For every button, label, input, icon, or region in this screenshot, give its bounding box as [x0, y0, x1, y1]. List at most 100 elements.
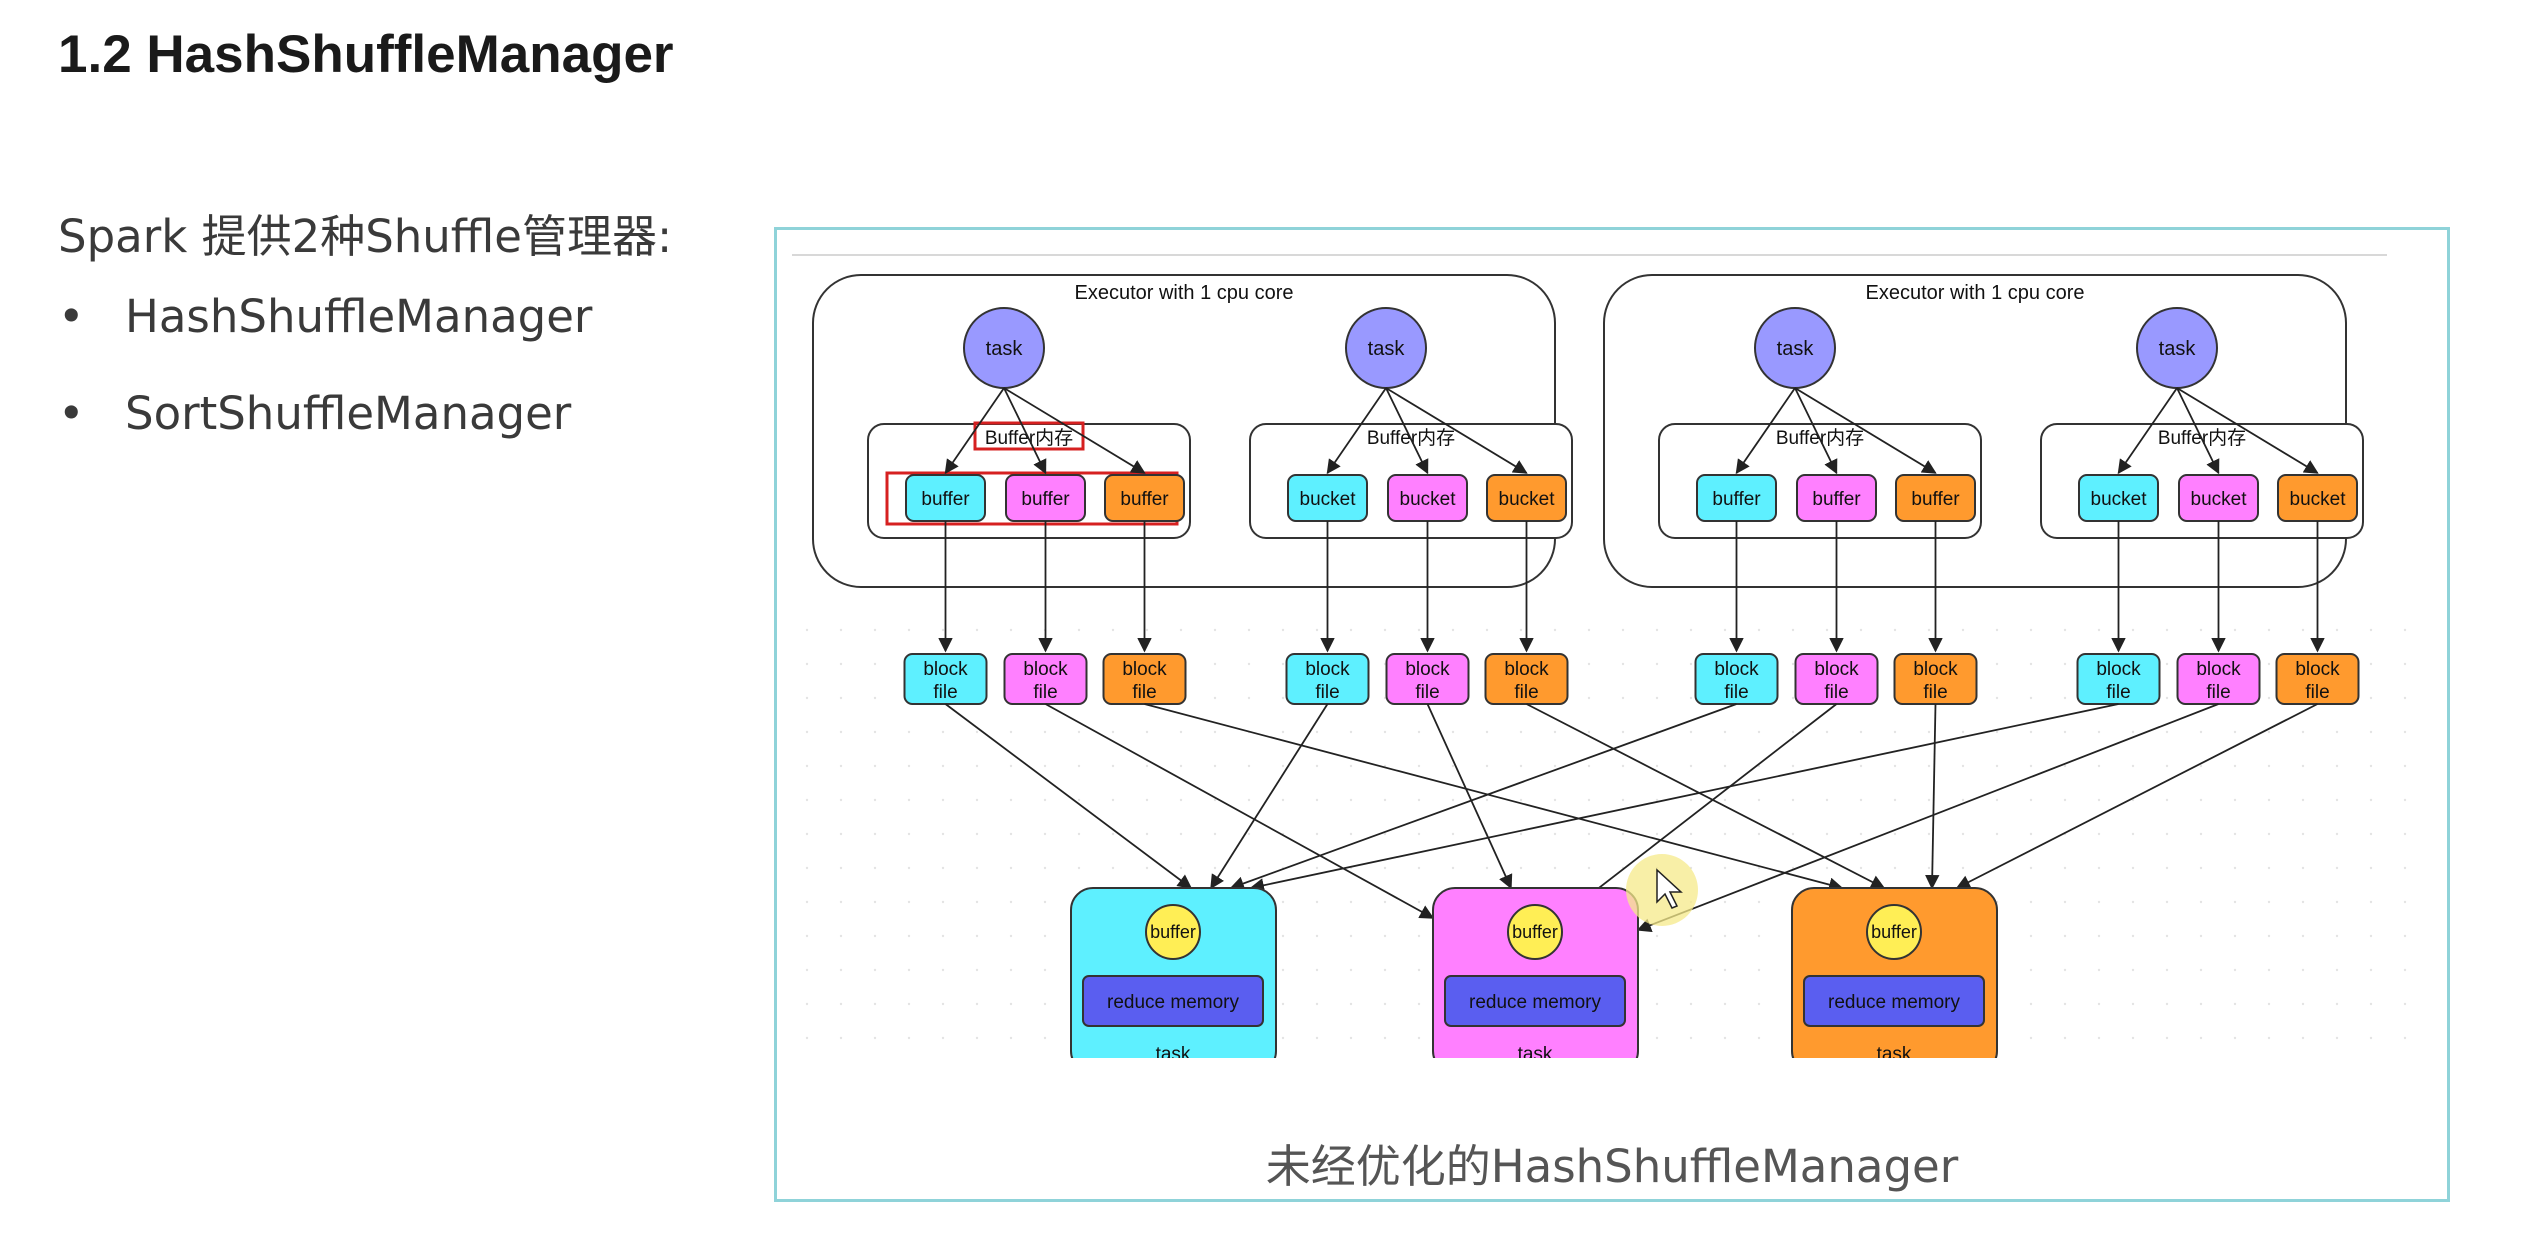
block-file-label: file	[1132, 682, 1156, 703]
grid-dot	[2369, 696, 2373, 700]
grid-dot	[1519, 832, 1523, 836]
grid-dot	[1315, 798, 1319, 802]
grid-dot	[2369, 832, 2373, 836]
grid-dot	[1077, 730, 1081, 734]
grid-dot	[1859, 798, 1863, 802]
grid-dot	[805, 900, 809, 904]
grid-dot	[1791, 764, 1795, 768]
grid-dot	[941, 866, 945, 870]
grid-dot	[1213, 866, 1217, 870]
grid-dot	[1043, 968, 1047, 972]
grid-dot	[1383, 934, 1387, 938]
grid-dot	[1281, 900, 1285, 904]
grid-dot	[805, 764, 809, 768]
grid-dot	[805, 866, 809, 870]
block-file-label: block	[2295, 659, 2340, 680]
grid-dot	[907, 730, 911, 734]
grid-dot	[839, 934, 843, 938]
grid-dot	[975, 934, 979, 938]
reduce-buffer-label: buffer	[1150, 922, 1196, 942]
grid-dot	[2301, 934, 2305, 938]
grid-dot	[2267, 1002, 2271, 1006]
grid-dot	[1349, 730, 1353, 734]
grid-dot	[2233, 730, 2237, 734]
grid-dot	[873, 866, 877, 870]
grid-dot	[1791, 662, 1795, 666]
grid-dot	[1009, 730, 1013, 734]
grid-dot	[2301, 730, 2305, 734]
grid-dot	[2335, 866, 2339, 870]
grid-dot	[1383, 730, 1387, 734]
grid-dot	[1961, 764, 1965, 768]
grid-dot	[1689, 934, 1693, 938]
grid-dot	[1757, 1002, 1761, 1006]
grid-dot	[2403, 832, 2407, 836]
grid-dot	[1417, 798, 1421, 802]
grid-dot	[1553, 628, 1557, 632]
grid-dot	[1825, 628, 1829, 632]
block-file-label: file	[1415, 682, 1439, 703]
grid-dot	[839, 968, 843, 972]
grid-dot	[1111, 764, 1115, 768]
grid-dot	[1519, 866, 1523, 870]
grid-dot	[1417, 832, 1421, 836]
grid-dot	[2029, 934, 2033, 938]
grid-dot	[1349, 900, 1353, 904]
grid-dot	[2097, 866, 2101, 870]
grid-dot	[1213, 730, 1217, 734]
grid-dot	[1383, 832, 1387, 836]
grid-dot	[839, 866, 843, 870]
grid-dot	[805, 1036, 809, 1040]
grid-dot	[1621, 798, 1625, 802]
grid-dot	[1961, 730, 1965, 734]
grid-dot	[2335, 900, 2339, 904]
grid-dot	[2233, 900, 2237, 904]
grid-dot	[907, 1036, 911, 1040]
grid-dot	[1077, 866, 1081, 870]
grid-dot	[839, 900, 843, 904]
grid-dot	[1077, 628, 1081, 632]
grid-dot	[839, 1036, 843, 1040]
grid-dot	[907, 934, 911, 938]
grid-dot	[1417, 866, 1421, 870]
grid-dot	[1349, 628, 1353, 632]
grid-dot	[2029, 866, 2033, 870]
grid-dot	[1689, 968, 1693, 972]
grid-dot	[975, 730, 979, 734]
grid-dot	[1621, 696, 1625, 700]
grid-dot	[1417, 764, 1421, 768]
grid-dot	[2029, 900, 2033, 904]
grid-dot	[1553, 798, 1557, 802]
grid-dot	[1077, 764, 1081, 768]
grid-dot	[1485, 798, 1489, 802]
grid-dot	[2267, 900, 2271, 904]
grid-dot	[2267, 628, 2271, 632]
block-file-label: block	[2196, 659, 2241, 680]
grid-dot	[941, 900, 945, 904]
grid-dot	[1689, 832, 1693, 836]
grid-dot	[1927, 764, 1931, 768]
grid-dot	[975, 1002, 979, 1006]
grid-dot	[1315, 968, 1319, 972]
grid-dot	[2267, 730, 2271, 734]
reduce-buffer-label: buffer	[1871, 922, 1917, 942]
grid-dot	[2403, 730, 2407, 734]
block-file-label: file	[1724, 682, 1748, 703]
grid-dot	[1213, 832, 1217, 836]
grid-dot	[1519, 730, 1523, 734]
grid-dot	[1383, 1002, 1387, 1006]
grid-dot	[2199, 934, 2203, 938]
grid-dot	[1315, 832, 1319, 836]
grid-dot	[1757, 934, 1761, 938]
block-file-label: file	[933, 682, 957, 703]
grid-dot	[1043, 1036, 1047, 1040]
grid-dot	[1621, 662, 1625, 666]
grid-dot	[2063, 730, 2067, 734]
grid-dot	[1587, 798, 1591, 802]
grid-dot	[1757, 900, 1761, 904]
task-to-buffer-arrow	[1003, 387, 1146, 474]
grid-dot	[1247, 662, 1251, 666]
block-file-label: file	[1033, 682, 1057, 703]
block-file-label: block	[1504, 659, 1549, 680]
block-file-label: block	[923, 659, 968, 680]
